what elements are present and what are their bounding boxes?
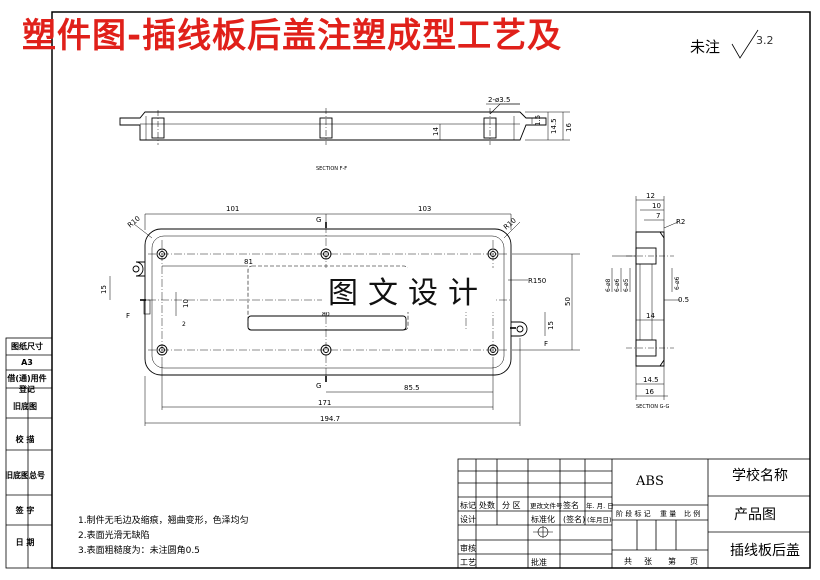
top-section-view (119, 103, 570, 145)
top-section-label: SECTION F-F (316, 166, 347, 172)
tb-sign-placeholder: (签名) (563, 515, 586, 524)
left-cell-sheet-size: 图纸尺寸 (11, 342, 43, 351)
left-cell-old-number: 旧底图总号 (5, 471, 45, 480)
dim-101: 101 (226, 205, 239, 213)
side-dim-12: 12 (646, 192, 655, 200)
note-1: 1.制件无毛边及缩痕，翘曲变形，色泽均匀 (78, 516, 249, 526)
dim-171: 171 (318, 399, 331, 407)
dim-194-7: 194.7 (320, 415, 340, 423)
dim-r150: R150 (528, 277, 546, 285)
tb-no: 第 (668, 557, 676, 566)
tb-review: 审核 (460, 544, 476, 553)
label-f-left: F (126, 312, 130, 320)
tb-stage: 阶 段 标 记 (616, 510, 651, 518)
tb-signature: 签名 (563, 501, 579, 510)
dim-15-left: 15 (100, 285, 108, 294)
side-dim-5: 6-ø5 (623, 278, 630, 292)
tb-approve: 批准 (531, 558, 547, 567)
side-dim-6a: 6-ø6 (614, 278, 621, 292)
note-2: 2.表面光滑无缺陷 (78, 531, 150, 541)
top-dim-holes: 2-ø3.5 (488, 96, 510, 104)
side-dim-10: 10 (652, 202, 661, 210)
side-dim-16: 16 (645, 388, 654, 396)
part-name: 插线板后盖 (730, 543, 800, 559)
dim-85-5: 85.5 (404, 384, 420, 392)
left-cell-reuse: 借(通)用件登记 (7, 374, 47, 394)
note-3: 3.表面粗糙度为：未注圆角0.5 (78, 546, 200, 556)
material-label: ABS (636, 474, 664, 489)
main-plan-view (109, 213, 580, 426)
dim-2: 2 (182, 321, 186, 328)
dim-80: 80 (322, 311, 330, 318)
roughness-symbol (731, 29, 759, 59)
tb-design: 设计 (460, 515, 476, 524)
side-section-label: SECTION G-G (636, 404, 669, 410)
tb-date-placeholder: (年月日) (587, 516, 612, 524)
side-dim-0-5: 0.5 (678, 296, 689, 304)
tb-standardize: 标准化 (531, 515, 555, 524)
label-g-bottom: G (316, 382, 321, 390)
left-cell-sign: 签 字 (15, 506, 35, 515)
title-block-grid (457, 458, 811, 569)
tb-page: 页 (690, 557, 698, 566)
roughness-value: 3.2 (756, 34, 774, 47)
left-cell-trace: 校 描 (15, 435, 35, 444)
dim-50: 50 (564, 297, 572, 306)
top-dim-14: 14 (432, 127, 440, 136)
tb-mark: 标记 (460, 501, 476, 510)
roughness-label: 未注 (690, 38, 721, 56)
page-title: 塑件图-插线板后盖注塑成型工艺及 (22, 16, 563, 56)
left-cell-date: 日 期 (15, 538, 35, 547)
tb-zone: 分 区 (502, 501, 521, 510)
side-dim-14: 14 (646, 312, 655, 320)
crosshair-symbol (533, 526, 553, 538)
tb-count: 处数 (479, 501, 495, 510)
side-dim-r2: R2 (676, 218, 685, 226)
tb-scale: 比 例 (684, 510, 701, 518)
sheet-border (51, 11, 811, 569)
label-g-top: G (316, 216, 321, 224)
left-cell-old-drawing: 旧底图 (13, 402, 37, 411)
tb-weight: 重 量 (660, 510, 677, 518)
dim-r10-right: R10 (502, 217, 518, 232)
side-dim-8: 6-ø8 (605, 278, 612, 292)
tb-sheet: 张 (644, 557, 652, 566)
dim-81: 81 (244, 258, 253, 266)
side-dim-7: 7 (656, 212, 660, 220)
tb-date: 年. 月. 日 (586, 502, 614, 510)
left-cell-a3: A3 (21, 358, 33, 367)
label-f-right: F (544, 340, 548, 348)
side-dim-14-5: 14.5 (643, 376, 659, 384)
dim-10: 10 (182, 299, 190, 308)
watermark-text: 图文设计 (322, 268, 494, 312)
top-dim-14-5: 14.5 (550, 118, 558, 134)
side-dim-6b: 6-ø6 (674, 276, 681, 290)
tb-total: 共 (624, 557, 632, 566)
school-name: 学校名称 (732, 468, 788, 484)
top-dim-16: 16 (565, 123, 573, 132)
top-dim-1-5: 1.5 (534, 115, 542, 126)
drawing-type: 产品图 (734, 507, 776, 523)
left-column-grid (5, 337, 53, 569)
dim-103: 103 (418, 205, 431, 213)
tb-process: 工艺 (460, 558, 476, 567)
side-section-view (611, 196, 680, 400)
tb-change-doc: 更改文件号 (530, 502, 563, 510)
dim-15-right: 15 (547, 321, 555, 330)
dim-r10-left: R10 (126, 215, 142, 230)
